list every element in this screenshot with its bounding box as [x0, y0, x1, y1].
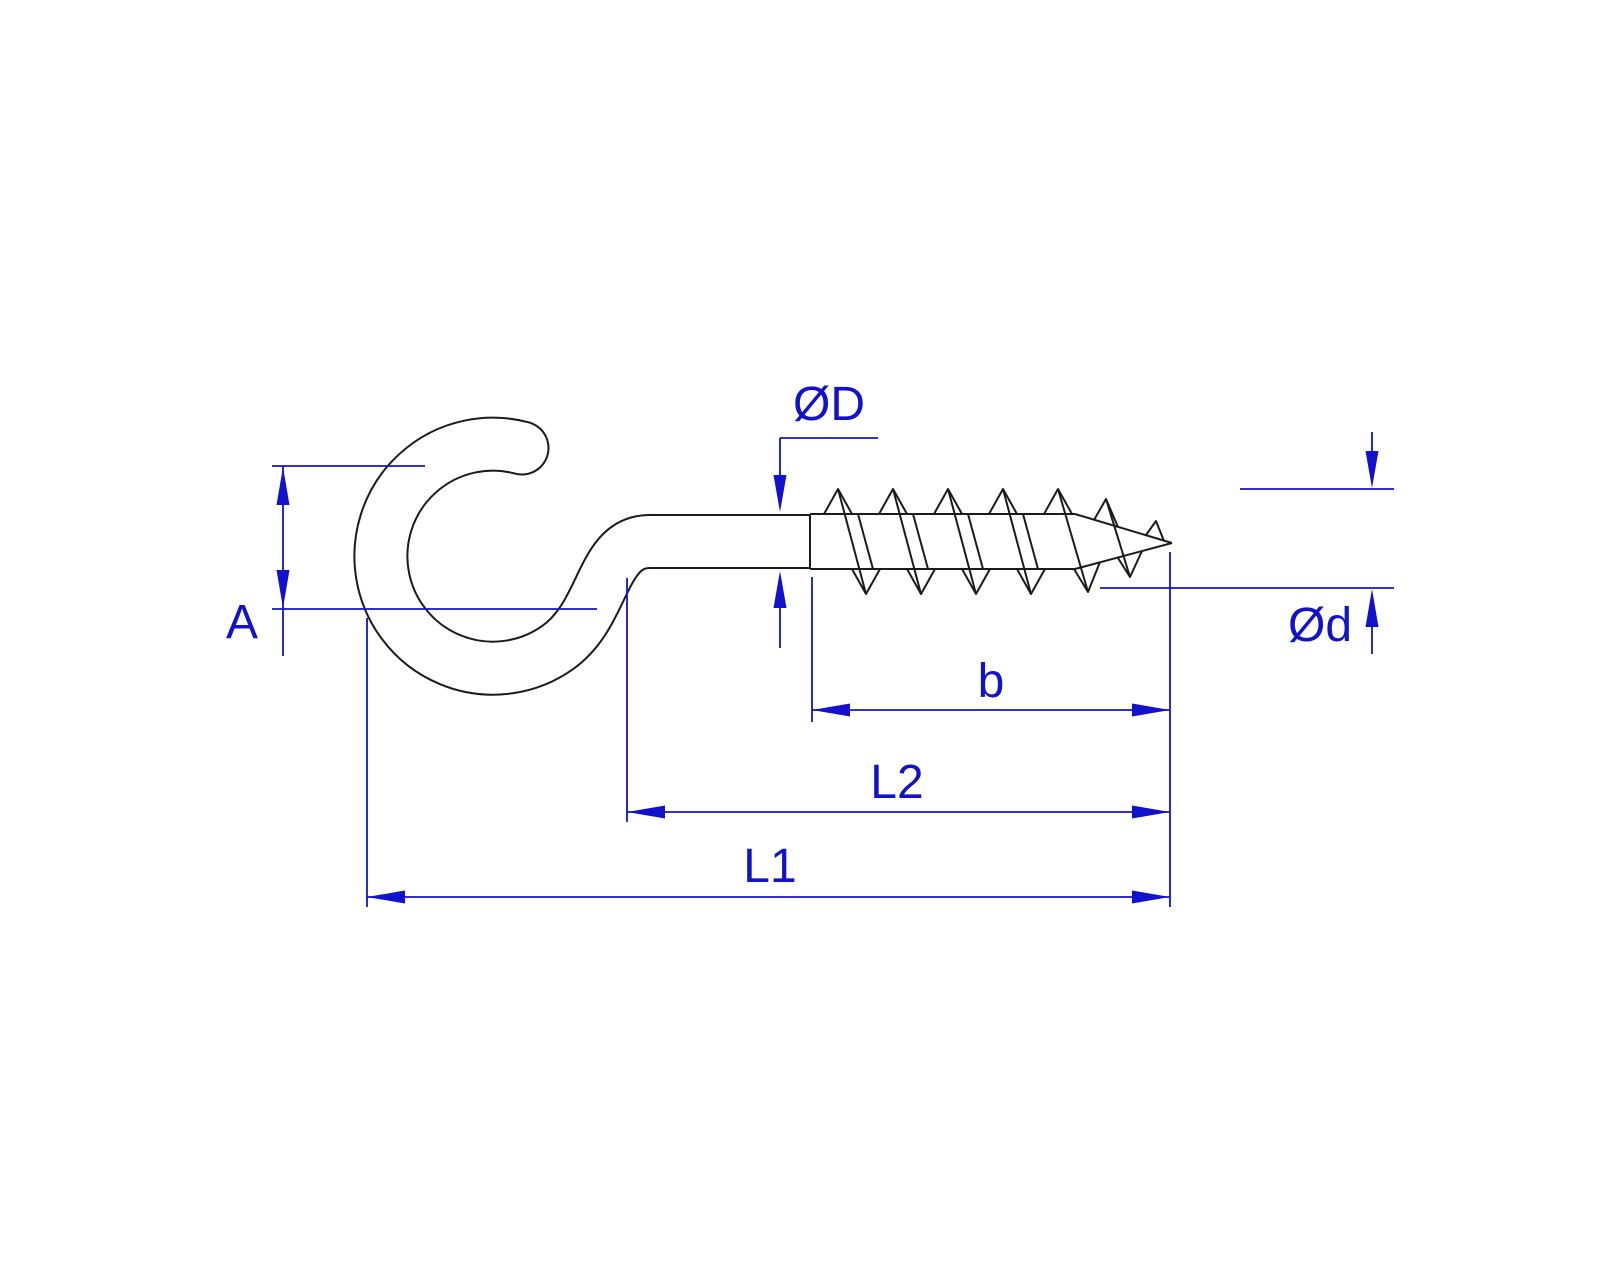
dim-label-overall-length: L1 — [743, 840, 796, 893]
arrow-left-icon — [367, 890, 405, 904]
thread-flank-line — [1002, 488, 1032, 595]
thread-section — [809, 488, 1173, 595]
dimension-thread-length: b — [811, 577, 1170, 722]
thread-flank-line — [857, 513, 874, 570]
dimension-shank-length: L2 — [626, 578, 1170, 822]
thread-crest — [1043, 488, 1073, 515]
arrow-up-icon — [276, 467, 290, 505]
arrow-left-icon — [627, 805, 665, 819]
thread-flank-line — [1057, 488, 1089, 593]
thread-helix-lines — [837, 488, 1131, 595]
arrow-up-icon — [1365, 589, 1379, 627]
thread-flank-line — [947, 488, 977, 595]
arrow-right-icon — [1132, 805, 1170, 819]
dim-label-shank-length: L2 — [870, 756, 923, 809]
hook-tip-cap-white — [496, 422, 548, 474]
hook-body — [353, 416, 810, 696]
thread-crest — [1145, 520, 1165, 542]
dim-label-thread-length: b — [978, 655, 1005, 708]
dimension-hook-opening: A — [226, 465, 597, 656]
thread-flank-line — [892, 488, 922, 595]
thread-crests-bottom — [851, 550, 1143, 595]
arrow-up-icon — [773, 571, 787, 608]
dimension-overall-length: L1 — [366, 618, 1170, 907]
dimension-shank-diameter: ØD — [773, 378, 878, 648]
thread-flank-line — [912, 513, 929, 570]
dim-label-hook-opening: A — [226, 596, 258, 649]
arrow-down-icon — [1365, 451, 1379, 488]
arrow-right-icon — [1132, 703, 1170, 717]
dimension-thread-diameter: Ød — [1100, 432, 1394, 654]
tip-taper-top — [1074, 513, 1173, 544]
dim-label-shank-diameter: ØD — [793, 378, 865, 431]
thread-flank-line — [1105, 498, 1131, 578]
arrow-left-icon — [812, 703, 850, 717]
arrow-right-icon — [1132, 890, 1170, 904]
thread-flank-line — [1022, 513, 1039, 570]
arrow-down-icon — [276, 570, 290, 608]
hook-core-white — [355, 418, 810, 694]
thread-flank-line — [967, 513, 984, 570]
dim-label-thread-diameter: Ød — [1288, 599, 1352, 652]
thread-flank-line — [837, 488, 867, 595]
arrow-down-icon — [773, 475, 787, 512]
